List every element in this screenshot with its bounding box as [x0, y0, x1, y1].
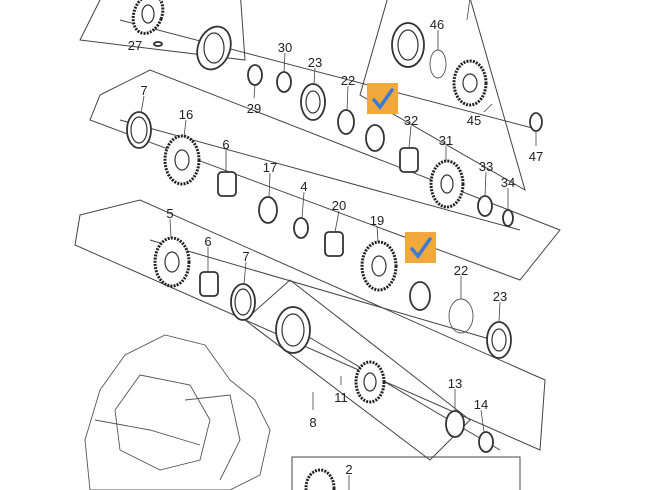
part-8-sleeve [275, 306, 311, 354]
label-11: 11 [334, 390, 348, 405]
label-7-upper: 7 [140, 83, 147, 98]
label-5: 5 [166, 206, 173, 221]
label-42: 42 [463, 0, 477, 3]
part-6-bearing-lower [199, 271, 219, 297]
group-box-upper-shaft [89, 69, 561, 281]
shaft-line-8 [279, 319, 501, 451]
label-14: 14 [474, 397, 488, 412]
part-34-washer [502, 209, 514, 227]
label-32: 32 [404, 113, 418, 128]
part-8-hub [354, 360, 386, 404]
label-45: 45 [467, 113, 481, 128]
check-icon [410, 237, 432, 259]
part-2-gear [304, 468, 336, 490]
label-23-top: 23 [308, 55, 322, 70]
part-23-lower [486, 321, 512, 359]
label-23-lower: 23 [493, 289, 507, 304]
part-27-key [153, 41, 163, 47]
label-6-lower: 6 [204, 234, 211, 249]
label-29: 29 [247, 101, 261, 116]
part-13-ring [445, 410, 465, 438]
part-47-washer [529, 112, 543, 132]
part-7-upper [126, 111, 152, 149]
part-33-ring [477, 195, 493, 217]
shaft-line-lower [149, 239, 511, 346]
part-4-washer [293, 217, 309, 239]
label-7-lower: 7 [242, 249, 249, 264]
label-17: 17 [263, 160, 277, 175]
part-30-ring [276, 71, 292, 93]
part-29-washer [247, 64, 263, 86]
check-icon [372, 88, 394, 110]
label-4: 4 [300, 179, 307, 194]
label-27: 27 [128, 38, 142, 53]
part-42-hub [452, 59, 488, 107]
label-2: 2 [345, 462, 352, 477]
part-checked-ring-lower [409, 281, 431, 311]
label-13: 13 [448, 376, 462, 391]
part-19-gear [360, 240, 398, 292]
shaft-line-top [119, 19, 541, 131]
check-badge-lower[interactable] [405, 232, 436, 263]
part-42-sleeve [391, 22, 425, 68]
label-19: 19 [370, 213, 384, 228]
part-7-lower [230, 283, 256, 321]
label-16: 16 [179, 107, 193, 122]
part-22-lower [448, 298, 474, 334]
part-6-bearing-upper [217, 171, 237, 197]
check-badge-upper[interactable] [367, 83, 398, 114]
part-14-washer [478, 431, 494, 453]
label-22-lower: 22 [454, 263, 468, 278]
group-box-42 [359, 0, 526, 192]
label-33: 33 [479, 159, 493, 174]
part-synchro-top [196, 25, 232, 71]
part-23-top [300, 83, 326, 121]
leader-lines [140, 0, 537, 490]
part-checked-ring-top [365, 124, 385, 152]
label-47: 47 [529, 149, 543, 164]
part-gear-top-left [131, 0, 165, 35]
group-box-lower-shaft [74, 199, 546, 451]
label-8: 8 [309, 415, 316, 430]
part-20-bearing [324, 231, 344, 257]
part-46-snap-ring [429, 49, 447, 79]
part-31-gear [429, 159, 465, 209]
group-box-8 [244, 279, 471, 461]
group-box-top-left [79, 0, 246, 61]
label-31: 31 [439, 133, 453, 148]
part-17-ring [258, 196, 278, 224]
part-16-gear [163, 134, 201, 186]
label-6-upper: 6 [222, 137, 229, 152]
group-box-2 [291, 456, 521, 490]
label-30: 30 [278, 40, 292, 55]
label-20: 20 [332, 198, 346, 213]
transmission-case [84, 334, 271, 490]
label-46: 46 [430, 17, 444, 32]
label-34: 34 [501, 175, 515, 190]
part-32-bearing [399, 147, 419, 173]
part-22-top [337, 109, 355, 135]
part-5-gear [153, 236, 191, 288]
label-22-top: 22 [341, 73, 355, 88]
